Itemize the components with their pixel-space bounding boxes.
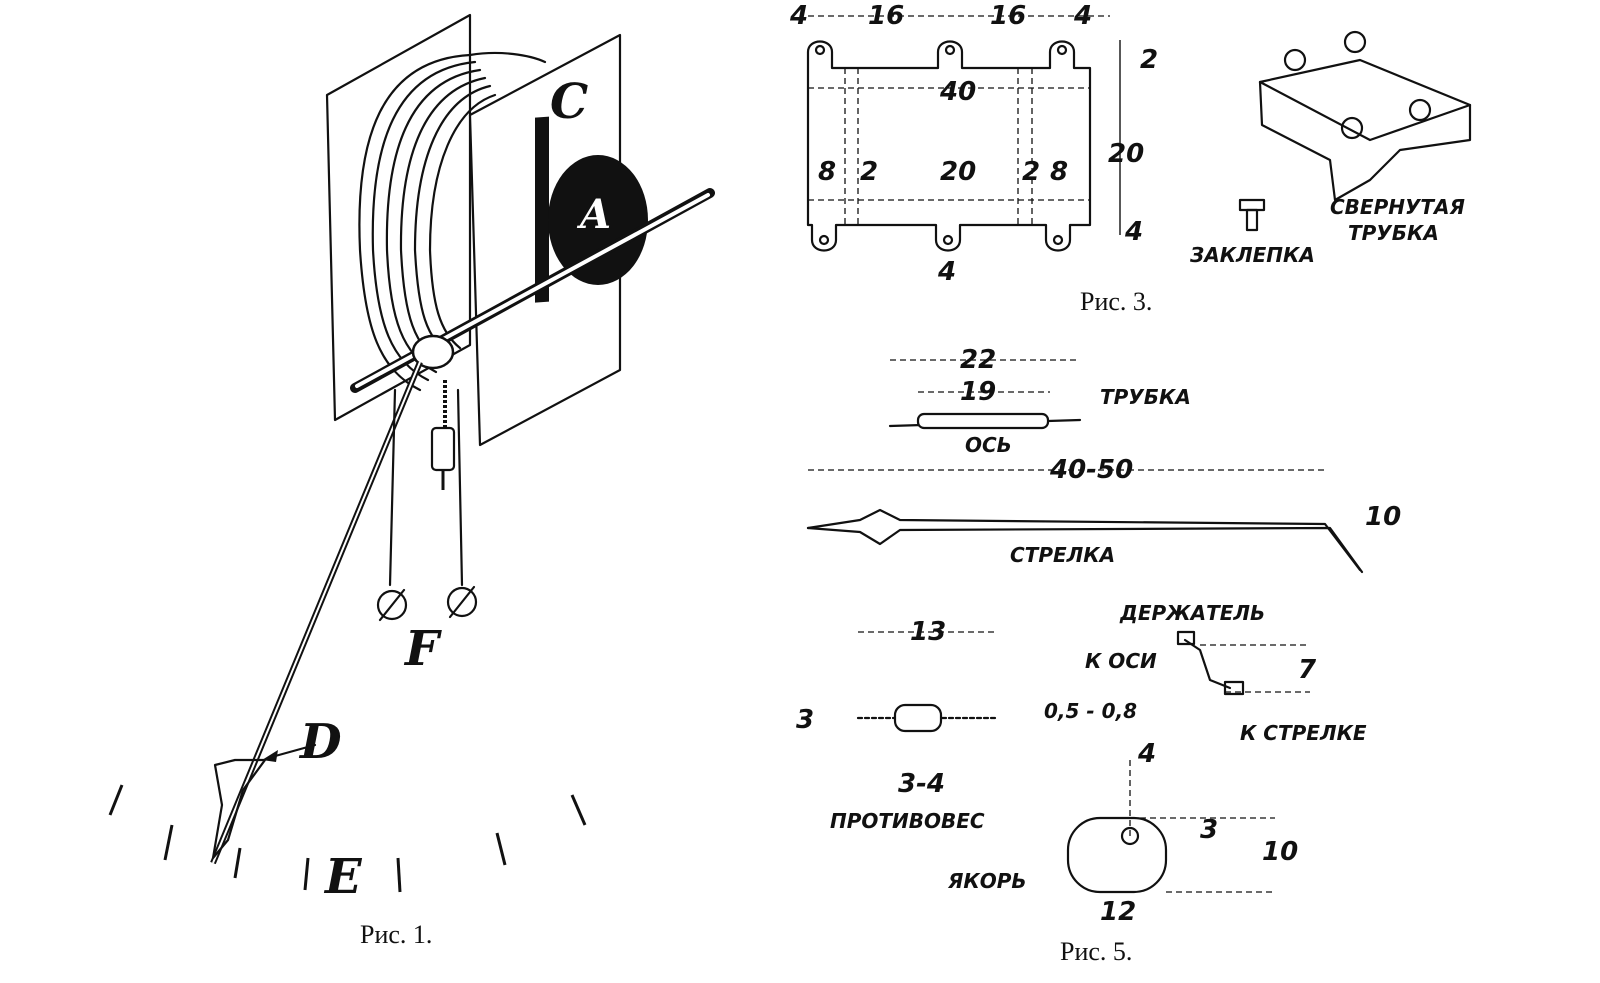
- counterweight: [430, 426, 456, 472]
- dim-5-3b: 3: [1200, 815, 1218, 845]
- label-f: F: [403, 621, 442, 677]
- hub: [411, 334, 455, 370]
- lead-wire-1: [388, 388, 397, 587]
- dim-3-2: 2: [1140, 45, 1158, 75]
- label-d: D: [298, 714, 342, 770]
- coil-winding: [358, 51, 547, 392]
- label-arrow: СТРЕЛКА: [1010, 543, 1115, 567]
- label-e: E: [323, 849, 363, 905]
- dim-5-3: 3: [796, 705, 814, 735]
- dim-3-4h: 4: [937, 257, 956, 287]
- dim-5-3-4: 3-4: [898, 769, 945, 799]
- figure-1: C A F D E Рис. 1.: [108, 13, 715, 949]
- tube-part: [916, 412, 1050, 430]
- dim-3-4v: 4: [1124, 217, 1143, 247]
- dim-3-2b: 2: [1022, 157, 1040, 187]
- counterweight-part: [893, 703, 943, 733]
- terminal-1: [376, 589, 408, 621]
- label-rolled-2: ТРУБКА: [1348, 221, 1439, 245]
- terminal-2: [446, 586, 478, 618]
- label-c: C: [550, 74, 588, 130]
- label-rivet: ЗАКЛЕПКА: [1189, 243, 1315, 267]
- label-to-arrow: К СТРЕЛКЕ: [1240, 721, 1367, 745]
- anchor-part: [1066, 816, 1168, 894]
- label-counterweight: ПРОТИВОВЕС: [830, 809, 985, 833]
- dim-5-40-50: 40-50: [1049, 455, 1133, 485]
- dim-5-13: 13: [910, 617, 946, 647]
- rolled-tube-sketch: [1258, 30, 1472, 202]
- dim-5-7: 7: [1298, 655, 1317, 685]
- dim-5-12: 12: [1100, 897, 1136, 927]
- dim-3-2a: 2: [860, 157, 878, 187]
- dim-5-19: 19: [960, 377, 996, 407]
- dim-5-22: 22: [960, 345, 996, 375]
- dim-3-8a: 8: [818, 157, 836, 187]
- label-rolled-1: СВЕРНУТАЯ: [1330, 195, 1465, 219]
- label-tube: ТРУБКА: [1100, 385, 1191, 409]
- figure-5: 22 19 ТРУБКА ОСЬ 40-50 10 СТРЕЛКА 13 3 0…: [796, 345, 1401, 966]
- caption-fig1: Рис. 1.: [360, 920, 432, 949]
- label-to-axis: К ОСИ: [1085, 649, 1157, 673]
- dim-5-10a: 10: [1365, 502, 1401, 532]
- label-a: A: [576, 191, 611, 238]
- lead-wire-2: [456, 388, 464, 587]
- dim-5-4: 4: [1137, 739, 1156, 769]
- anchor-disk: [548, 155, 648, 285]
- label-anchor: ЯКОРЬ: [947, 869, 1027, 893]
- dim-5-05-08: 0,5 - 0,8: [1044, 699, 1137, 723]
- dim-3-16b: 16: [990, 1, 1026, 31]
- figure-3: 4 16 16 4 2 40 20 8 2 20 2 8 4 4 ЗАКЛЕПК…: [789, 1, 1472, 316]
- label-axis: ОСЬ: [965, 433, 1012, 457]
- dim-3-20v: 20: [1108, 139, 1144, 169]
- dim-3-4a: 4: [789, 1, 808, 31]
- dim-3-4b: 4: [1073, 1, 1092, 31]
- dim-3-40: 40: [939, 77, 976, 107]
- coil-back-plate: [325, 13, 472, 422]
- label-holder: ДЕРЖАТЕЛЬ: [1119, 601, 1265, 625]
- scale-ticks: [108, 784, 587, 893]
- pointer-tip: [211, 758, 267, 860]
- dim-3-16a: 16: [868, 1, 904, 31]
- holder-part: [1183, 638, 1232, 690]
- arrow-part: [806, 508, 1362, 572]
- dim-3-20: 20: [940, 157, 976, 187]
- caption-fig5: Рис. 5.: [1060, 937, 1132, 966]
- dim-3-8b: 8: [1050, 157, 1068, 187]
- slot: [535, 116, 549, 303]
- caption-fig3: Рис. 3.: [1080, 287, 1152, 316]
- rivet-icon: [1238, 198, 1266, 212]
- dim-5-10b: 10: [1262, 837, 1298, 867]
- plate-outline: [806, 40, 1092, 252]
